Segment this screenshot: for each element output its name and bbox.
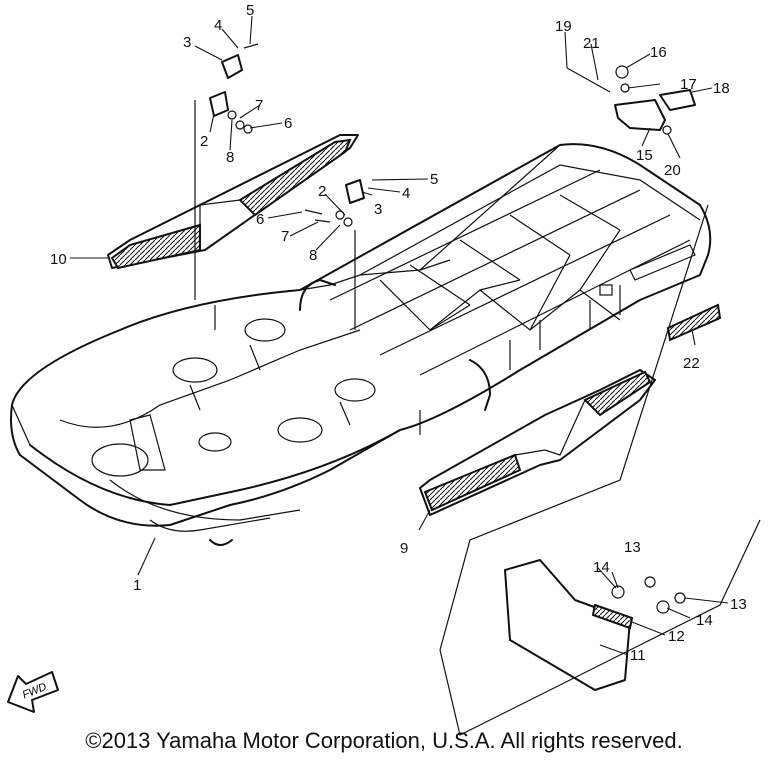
callout-16: 16 — [650, 44, 667, 61]
fwd-arrow-icon: FWD — [7, 671, 59, 713]
frame-chassis — [10, 143, 712, 546]
callout-17: 17 — [680, 76, 697, 93]
callout-5b: 5 — [430, 171, 438, 188]
callout-19: 19 — [555, 18, 572, 35]
callout-2a: 2 — [200, 133, 208, 150]
hinge-bracket-right — [566, 65, 696, 135]
callout-13b: 13 — [730, 596, 747, 613]
hinge-rod — [194, 100, 216, 330]
callout-8a: 8 — [226, 149, 234, 166]
running-board-9 — [419, 369, 656, 516]
callout-14a: 14 — [593, 559, 610, 576]
callout-2b: 2 — [318, 183, 326, 200]
callout-15: 15 — [636, 147, 653, 164]
callout-4a: 4 — [214, 17, 222, 34]
callout-6b: 6 — [256, 211, 264, 228]
callout-11: 11 — [630, 647, 646, 664]
callout-8b: 8 — [309, 247, 317, 264]
callout-12: 12 — [668, 628, 685, 645]
callout-6a: 6 — [284, 115, 292, 132]
callout-21: 21 — [583, 35, 600, 52]
callout-20: 20 — [664, 162, 681, 179]
callout-13a: 13 — [624, 539, 641, 556]
callout-14b: 14 — [696, 612, 713, 629]
inset-panel — [439, 204, 761, 736]
label-plate-22 — [666, 303, 722, 342]
callout-22: 22 — [683, 355, 700, 372]
callout-7a: 7 — [255, 97, 263, 114]
callout-3a: 3 — [183, 34, 191, 51]
fastener-cluster-left — [209, 43, 259, 134]
copyright-notice: ©2013 Yamaha Motor Corporation, U.S.A. A… — [85, 728, 683, 753]
callout-4b: 4 — [402, 185, 410, 202]
callout-10: 10 — [50, 251, 67, 268]
callout-5a: 5 — [246, 2, 254, 19]
callout-7b: 7 — [281, 228, 289, 245]
callout-1: 1 — [133, 577, 141, 594]
callout-3b: 3 — [374, 201, 382, 218]
leader-lines — [70, 15, 729, 656]
fastener-cluster-center — [304, 179, 365, 330]
callout-labels: 1 2 3 4 5 6 7 8 2 3 4 5 6 7 8 9 10 11 12… — [50, 2, 747, 664]
callout-18: 18 — [713, 80, 730, 97]
callout-9: 9 — [400, 540, 408, 557]
running-board-10 — [107, 134, 359, 270]
